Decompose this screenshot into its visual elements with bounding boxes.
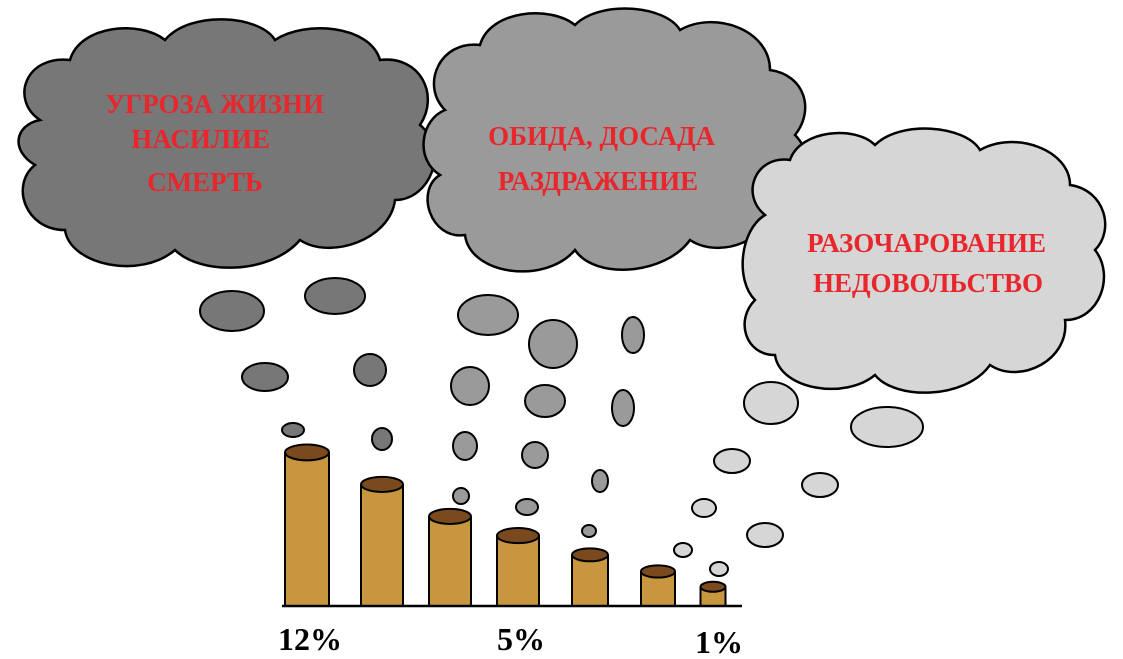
bar-top xyxy=(284,443,330,462)
bar-top xyxy=(428,507,472,525)
bar xyxy=(284,452,330,607)
bubble xyxy=(673,542,693,558)
tick-label-5: 5% xyxy=(497,621,545,657)
svg-text:РАЗОЧАРОВАНИЕ НЕДОВОЛЬСТ: РАЗОЧАРОВАНИЕ НЕДОВОЛЬСТВО xyxy=(807,228,1053,298)
bar-top xyxy=(699,580,727,593)
cloud-threat-line-2: НАСИЛИЕ xyxy=(131,124,270,154)
bubble xyxy=(801,472,839,498)
bubble xyxy=(611,389,635,427)
bubble xyxy=(521,441,549,469)
tick-label-1: 1% xyxy=(695,624,743,659)
bar xyxy=(360,484,404,607)
cloud-disappointment-line-1: РАЗОЧАРОВАНИЕ xyxy=(807,228,1046,258)
cloud-disappointment-shape xyxy=(741,127,1107,394)
svg-text:ОБИДА, ДОСАДА РАЗДРАЖЕНИ: ОБИДА, ДОСАДА РАЗДРАЖЕНИЕ xyxy=(488,121,722,196)
svg-text:УГРОЗА ЖИЗНИ НАСИЛИЕ: УГРОЗА ЖИЗНИ НАСИЛИЕ СМЕРТЬ xyxy=(105,89,331,197)
bubble xyxy=(850,406,924,448)
bubble xyxy=(452,487,470,505)
bubble xyxy=(199,290,265,332)
bar-chart xyxy=(284,443,727,607)
bubble xyxy=(691,498,717,518)
bar-top xyxy=(571,547,609,563)
bubble xyxy=(743,381,799,425)
bubble xyxy=(746,522,784,548)
bubble xyxy=(241,362,289,392)
bar-top xyxy=(496,527,540,545)
bubble xyxy=(371,427,393,451)
cloud-resentment-line-2: РАЗДРАЖЕНИЕ xyxy=(498,166,698,196)
bubble xyxy=(709,561,729,577)
cloud-disappointment-line-2: НЕДОВОЛЬСТВО xyxy=(813,268,1043,298)
cloud-disappointment: РАЗОЧАРОВАНИЕ НЕДОВОЛЬСТВО xyxy=(741,127,1107,394)
bubbles-dark xyxy=(199,277,393,451)
cloud-threat-line-3: СМЕРТЬ xyxy=(147,167,263,197)
bubble xyxy=(524,384,566,418)
bubble xyxy=(304,277,366,315)
bubbles-light xyxy=(673,381,924,577)
bubble xyxy=(452,431,478,461)
bubbles-mid xyxy=(450,294,645,538)
bubble xyxy=(713,448,751,474)
bubble xyxy=(591,469,609,493)
bubble xyxy=(515,498,539,516)
bar xyxy=(571,554,609,607)
bar xyxy=(428,516,472,607)
bubble xyxy=(528,319,578,369)
bubble xyxy=(457,294,519,336)
tick-label-12: 12% xyxy=(278,621,342,657)
cloud-resentment-line-1: ОБИДА, ДОСАДА xyxy=(488,121,716,151)
bubble xyxy=(281,422,305,438)
bubble xyxy=(353,353,387,387)
cloud-threat-line-1: УГРОЗА ЖИЗНИ xyxy=(105,89,324,119)
cloud-threat: УГРОЗА ЖИЗНИ НАСИЛИЕ СМЕРТЬ xyxy=(17,18,436,269)
bubble xyxy=(621,316,645,354)
bubble xyxy=(450,366,490,406)
bar xyxy=(496,535,540,607)
bar-top xyxy=(640,564,676,579)
bubble xyxy=(581,524,597,538)
bar-top xyxy=(360,475,404,493)
